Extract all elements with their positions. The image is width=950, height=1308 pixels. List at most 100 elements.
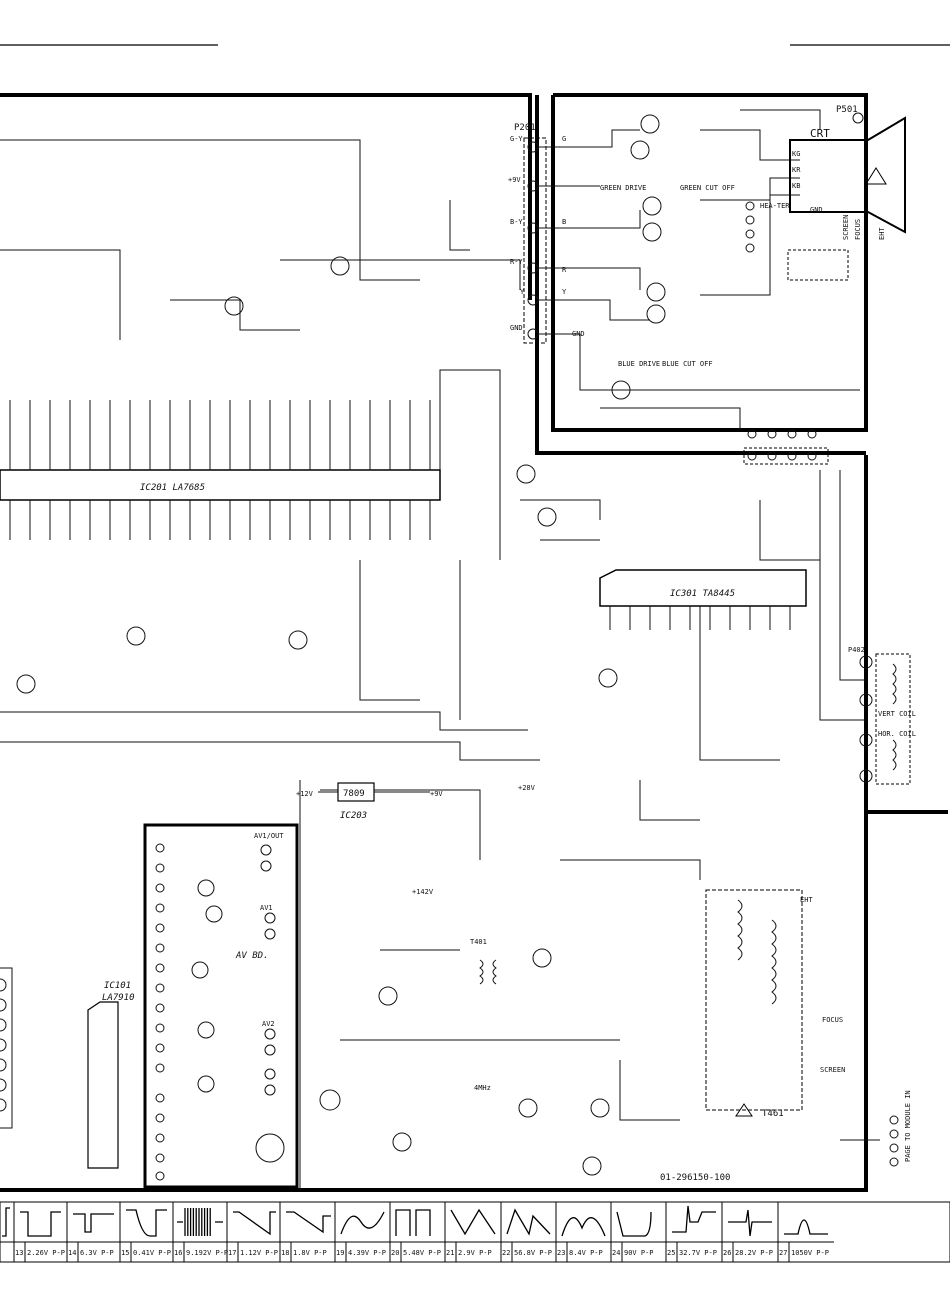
crt-board-outline xyxy=(535,95,866,455)
kg-label: KG xyxy=(792,150,800,158)
p501-pin xyxy=(852,112,864,124)
screen-label: SCREEN xyxy=(842,215,850,240)
p402-label: P402 xyxy=(848,646,865,654)
b-label: B xyxy=(562,218,566,226)
t461-warning-icon xyxy=(735,1103,753,1117)
la7910-label: LA7910 xyxy=(102,993,135,1003)
waveform-trace xyxy=(395,1209,431,1236)
waveform-number: 24 xyxy=(612,1249,620,1257)
waveform-cell: 14 6.3V P-P xyxy=(66,1202,120,1262)
waveform-number: 14 xyxy=(68,1249,76,1257)
ic203-label: IC203 xyxy=(340,811,367,821)
ic301-body xyxy=(599,569,807,607)
screen2-label: SCREEN xyxy=(820,1066,845,1074)
waveform-value: 6.3V P-P xyxy=(80,1249,114,1257)
waveform-trace xyxy=(450,1208,496,1236)
crt-transistors xyxy=(611,114,666,400)
waveform-value: 56.8V P-P xyxy=(514,1249,552,1257)
p201-label: P201 xyxy=(514,123,536,133)
av2-label: AV2 xyxy=(262,1020,275,1028)
t461-label: T461 xyxy=(762,1109,784,1119)
av-out-label: AV1/OUT xyxy=(254,832,284,840)
eht-label: EHT xyxy=(878,227,886,240)
crt-socket xyxy=(787,249,849,281)
ic301-pins xyxy=(609,606,791,630)
waveform-trace xyxy=(286,1211,331,1234)
heater-label: HEA-TER xyxy=(760,202,790,210)
t401-transformer xyxy=(479,959,497,985)
waveform-value: 1050V P-P xyxy=(791,1249,829,1257)
waveform-trace xyxy=(506,1208,551,1236)
waveform-number: 26 xyxy=(723,1249,731,1257)
av-board-jacks xyxy=(255,844,285,1163)
plus9v-label-crt: +9V xyxy=(508,176,521,184)
waveform-number: 17 xyxy=(228,1249,236,1257)
waveform-number: 20 xyxy=(391,1249,399,1257)
y-label-right: Y xyxy=(562,288,567,296)
waveform-value: 1.8V P-P xyxy=(293,1249,327,1257)
waveform-number: 23 xyxy=(557,1249,565,1257)
main-transistors xyxy=(16,256,618,1176)
waveform-trace xyxy=(616,1211,652,1237)
hor-coil xyxy=(892,739,897,771)
waveform-cell: 27 1050V P-P xyxy=(777,1202,834,1262)
part-number-label: 01-296150-100 xyxy=(660,1173,730,1183)
av-board-pins xyxy=(155,843,165,1181)
waveform-trace xyxy=(340,1211,385,1235)
waveform-trace xyxy=(20,1211,61,1237)
waveform-number: 18 xyxy=(281,1249,289,1257)
t401-label: T401 xyxy=(470,938,487,946)
kr-label: KR xyxy=(792,166,801,174)
av-board-outline xyxy=(143,823,299,1189)
main-board-outline xyxy=(0,93,532,300)
waveform-value: 5.48V P-P xyxy=(403,1249,441,1257)
main-board-wires xyxy=(0,139,880,1190)
ic201-body xyxy=(0,469,441,501)
ic301-label: IC301 TA8445 xyxy=(670,589,735,599)
crt-label: CRT xyxy=(810,127,830,140)
waveform-trace xyxy=(233,1211,276,1236)
waveform-cell: 26 28.2V P-P xyxy=(721,1202,778,1262)
crt-warning-icon xyxy=(865,167,887,185)
waveform-trace xyxy=(126,1209,167,1237)
ic201-label: IC201 LA7685 xyxy=(140,483,205,493)
waveform-value: 32.7V P-P xyxy=(679,1249,717,1257)
gnd-label: GND xyxy=(510,324,523,332)
main-board-outline-bottom xyxy=(0,810,948,1192)
waveform-value: 0.41V P-P xyxy=(133,1249,171,1257)
reg-7809-label: 7809 xyxy=(343,789,365,799)
plus12v-label: +12V xyxy=(296,790,314,798)
p501-label: P501 xyxy=(836,105,858,115)
yoke-box xyxy=(875,653,911,785)
hor-coil-label: HOR. COIL xyxy=(878,730,916,738)
blue-drive-label: BLUE DRIVE xyxy=(618,360,660,368)
av-board-label: AV BD. xyxy=(235,951,269,961)
left-connector-box xyxy=(0,967,13,1129)
waveform-number: 15 xyxy=(121,1249,129,1257)
waveform-trace xyxy=(672,1205,716,1233)
waveform-number: 16 xyxy=(174,1249,182,1257)
waveform-number: 13 xyxy=(15,1249,23,1257)
gy-label: G-Y xyxy=(510,135,523,143)
waveform-cell: 18 1.8V P-P xyxy=(279,1202,335,1262)
flyback-transformer xyxy=(705,889,803,1111)
waveform-number: 27 xyxy=(779,1249,787,1257)
plus142v-label: +142V xyxy=(412,888,434,896)
waveform-cell xyxy=(0,1202,14,1262)
y-label: Y xyxy=(520,288,525,296)
waveform-trace xyxy=(73,1213,114,1233)
p401-connector xyxy=(743,429,829,465)
p402-pins xyxy=(859,655,873,783)
waveform-value: 1.12V P-P xyxy=(240,1249,278,1257)
waveform-value: 2.26V P-P xyxy=(27,1249,65,1257)
waveform-value: 28.2V P-P xyxy=(735,1249,773,1257)
to-module-label: PAGE TO MODULE IN xyxy=(904,1090,912,1162)
r-label: R xyxy=(562,266,567,274)
ic201-pins-top xyxy=(9,400,431,470)
vert-coil-label: VERT COIL xyxy=(878,710,916,718)
